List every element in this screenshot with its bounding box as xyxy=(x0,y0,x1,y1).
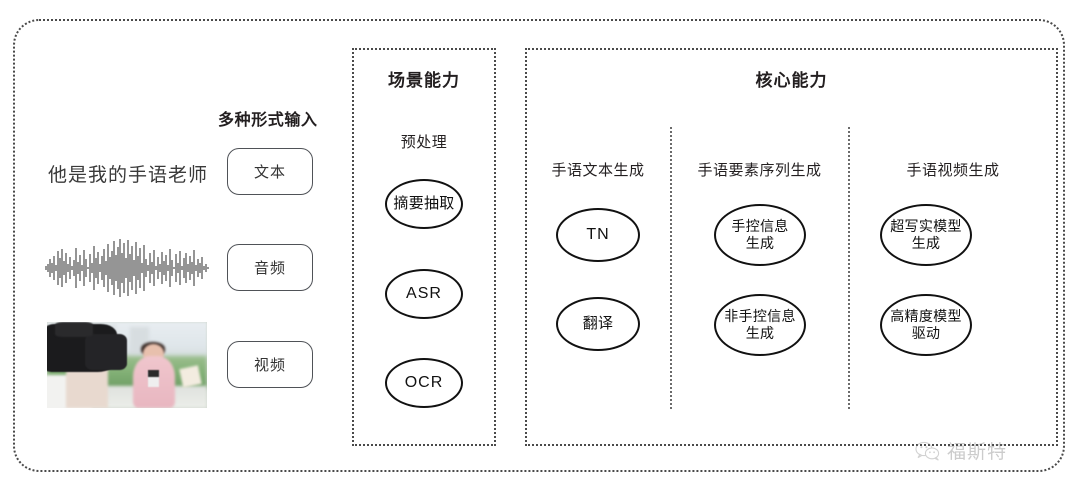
core-node-translation[interactable]: 翻译 xyxy=(556,297,640,351)
core-column-label-sign-element-sequence-generation: 手语要素序列生成 xyxy=(697,162,822,179)
core-node-manual-signal-generation-text: 手控信息 生成 xyxy=(731,217,789,252)
scene-capability-title: 场景能力 xyxy=(388,71,460,90)
input-section-heading: 多种形式输入 xyxy=(218,112,318,129)
thumb-microphone xyxy=(147,371,159,388)
core-node-high-precision-model-driving-text: 高精度模型 驱动 xyxy=(890,307,962,342)
core-node-photoreal-model-generation[interactable]: 超写实模型 生成 xyxy=(880,204,972,266)
core-node-non-manual-signal-generation-text: 非手控信息 生成 xyxy=(724,307,796,342)
watermark: 福斯特 xyxy=(915,437,1007,464)
core-node-manual-signal-generation[interactable]: 手控信息 生成 xyxy=(714,204,806,266)
core-column-label-sign-video-generation: 手语视频生成 xyxy=(906,162,1000,179)
modality-pill-text[interactable]: 文本 xyxy=(227,148,313,195)
wechat-bubbles-icon xyxy=(915,441,940,461)
core-column-divider-2 xyxy=(848,127,850,409)
scene-capability-panel xyxy=(352,48,496,446)
core-column-label-sign-text-generation: 手语文本生成 xyxy=(551,162,645,179)
sample-input-text: 他是我的手语老师 xyxy=(48,165,209,186)
core-node-high-precision-model-driving[interactable]: 高精度模型 驱动 xyxy=(880,294,972,356)
scene-node-summary-extraction[interactable]: 摘要抽取 xyxy=(385,179,463,229)
core-node-tn[interactable]: TN xyxy=(556,208,640,262)
video-thumbnail xyxy=(47,322,207,408)
audio-waveform-icon xyxy=(45,239,209,297)
core-capability-panel xyxy=(525,48,1058,446)
scene-preprocess-label: 预处理 xyxy=(400,134,448,151)
modality-pill-video[interactable]: 视频 xyxy=(227,341,313,388)
scene-node-ocr[interactable]: OCR xyxy=(385,358,463,408)
core-node-non-manual-signal-generation[interactable]: 非手控信息 生成 xyxy=(714,294,806,356)
outer-frame xyxy=(13,19,1065,472)
core-node-photoreal-model-generation-text: 超写实模型 生成 xyxy=(890,217,962,252)
core-capability-title: 核心能力 xyxy=(755,71,828,90)
thumb-camera-lens xyxy=(85,334,127,371)
core-column-divider-1 xyxy=(670,127,672,409)
modality-pill-audio[interactable]: 音频 xyxy=(227,244,313,291)
scene-node-asr[interactable]: ASR xyxy=(385,269,463,319)
thumb-camera-hood xyxy=(55,322,94,338)
thumb-microphone-head xyxy=(147,370,159,378)
watermark-text: 福斯特 xyxy=(947,442,1008,463)
